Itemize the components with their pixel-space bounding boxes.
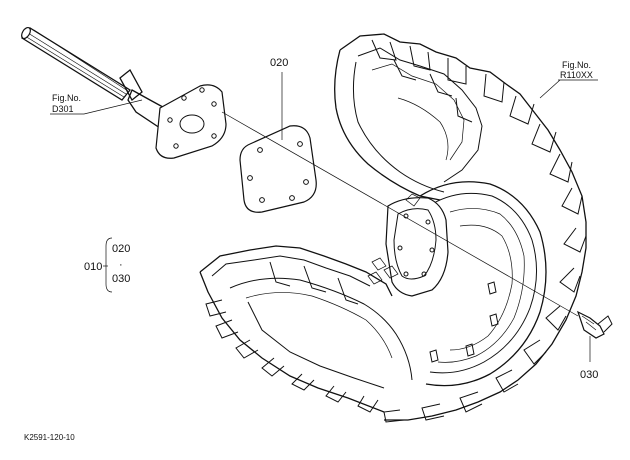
bracket-separator: · xyxy=(119,259,123,271)
ref-r110-fig-label: Fig.No. xyxy=(562,60,591,70)
leader-r110 xyxy=(539,79,561,99)
drawing-code: K2591-120-10 xyxy=(24,433,75,442)
assembly-bracket-010: 010 020 · 030 xyxy=(84,237,130,293)
part-label-010: 010 xyxy=(84,261,102,273)
ref-d301-number: D301 xyxy=(52,104,74,114)
assembly-axis-line xyxy=(221,111,579,317)
ref-r110-number: R110XX xyxy=(560,70,593,80)
part-label-020: 020 xyxy=(270,57,288,69)
ref-d301-fig-label: Fig.No. xyxy=(52,93,81,103)
bracket-label-030: 030 xyxy=(112,273,130,285)
bracket-label-020: 020 xyxy=(112,243,130,255)
tire-assembly xyxy=(199,33,587,423)
spacer-plate-020 xyxy=(239,125,317,213)
axle-shaft xyxy=(21,26,227,159)
bolt-030 xyxy=(576,310,613,339)
part-label-030: 030 xyxy=(580,369,598,381)
leader-d301 xyxy=(83,99,143,115)
